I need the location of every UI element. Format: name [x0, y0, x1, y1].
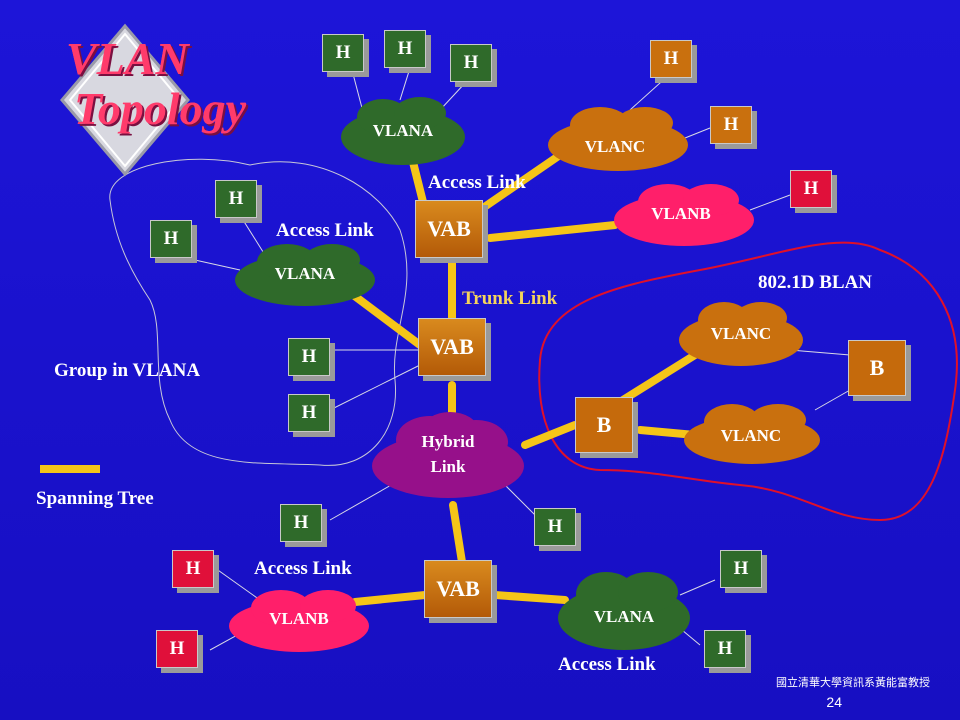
- vab-middle[interactable]: VAB: [418, 318, 486, 376]
- group-vlana-outline: [109, 158, 408, 466]
- cloud-vlanc-blan-bottom-label: VLANC: [720, 426, 782, 445]
- blan-outline: [538, 241, 958, 522]
- title-line1-overlay: VLAN: [66, 33, 189, 84]
- label-access-link-bottom-left: Access Link: [254, 558, 352, 579]
- cloud-vlana-bottom-label: VLANA: [593, 607, 655, 626]
- host-vlana-bottom-2[interactable]: H: [704, 630, 746, 668]
- label-blan: 802.1D BLAN: [758, 272, 873, 293]
- host-vlana-top-3[interactable]: H: [450, 44, 492, 82]
- vab-bottom[interactable]: VAB: [424, 560, 492, 618]
- host-hybrid-left[interactable]: H: [280, 504, 322, 542]
- label-access-link-bottom-right: Access Link: [558, 654, 656, 675]
- host-vlana-top-1[interactable]: H: [322, 34, 364, 72]
- cloud-vlanb-bottom: VLANB: [226, 584, 372, 654]
- cloud-vlana-bottom: VLANA: [556, 568, 692, 654]
- cloud-vlanc-blan-bottom: VLANC: [680, 398, 822, 466]
- host-vlanb-bottom-1[interactable]: H: [172, 550, 214, 588]
- label-group-in-vlana: Group in VLANA: [54, 360, 201, 381]
- label-access-link-left: Access Link: [276, 220, 374, 241]
- cloud-vlana-left-label: VLANA: [274, 264, 336, 283]
- host-vlanb-bottom-2[interactable]: H: [156, 630, 198, 668]
- host-vlana-left-1[interactable]: H: [215, 180, 257, 218]
- cloud-vlanb-top: VLANB: [606, 180, 756, 248]
- cloud-vlana-top-label: VLANA: [372, 121, 434, 140]
- title-line2-overlay: Topology: [74, 83, 247, 134]
- page-number: 24: [826, 694, 842, 710]
- bridge-left[interactable]: B: [575, 397, 633, 453]
- label-trunk-link: Trunk Link: [462, 288, 558, 309]
- vab-top[interactable]: VAB: [415, 200, 483, 258]
- cloud-vlanb-bottom-label: VLANB: [269, 609, 329, 628]
- host-vlanc-top-1[interactable]: H: [650, 40, 692, 78]
- host-vlana-top-2[interactable]: H: [384, 30, 426, 68]
- host-vlana-left-2[interactable]: H: [150, 220, 192, 258]
- cloud-vlanc-top-label: VLANC: [584, 137, 646, 156]
- hybrid-line1: Hybrid: [421, 432, 475, 452]
- cloud-vlanb-top-label: VLANB: [651, 204, 711, 223]
- label-spanning-tree: Spanning Tree: [36, 488, 154, 509]
- hybrid-line2: Link: [430, 457, 466, 476]
- spanning-tree-legend-bar: [40, 465, 100, 473]
- spanning-tree-links: [336, 146, 699, 606]
- host-vlanc-top-2[interactable]: H: [710, 106, 752, 144]
- host-hybrid-right[interactable]: H: [534, 508, 576, 546]
- host-vab-mid-1[interactable]: H: [288, 338, 330, 376]
- diamond-logo-icon: [60, 23, 190, 177]
- cloud-vlanc-blan-top: VLANC: [676, 298, 806, 370]
- host-vlanb-top[interactable]: H: [790, 170, 832, 208]
- footer-author: 國立清華大學資訊系黃能富教授: [776, 677, 930, 689]
- bridge-right[interactable]: B: [848, 340, 906, 396]
- host-vlana-bottom-1[interactable]: H: [720, 550, 762, 588]
- host-vab-mid-2[interactable]: H: [288, 394, 330, 432]
- label-access-link-top: Access Link: [428, 172, 526, 193]
- cloud-vlanc-blan-top-label: VLANC: [710, 324, 772, 343]
- cloud-vlanc-top: VLANC: [540, 103, 690, 175]
- cloud-vlana-top: VLANA: [338, 95, 468, 167]
- cloud-vlana-left: VLANA: [232, 240, 378, 308]
